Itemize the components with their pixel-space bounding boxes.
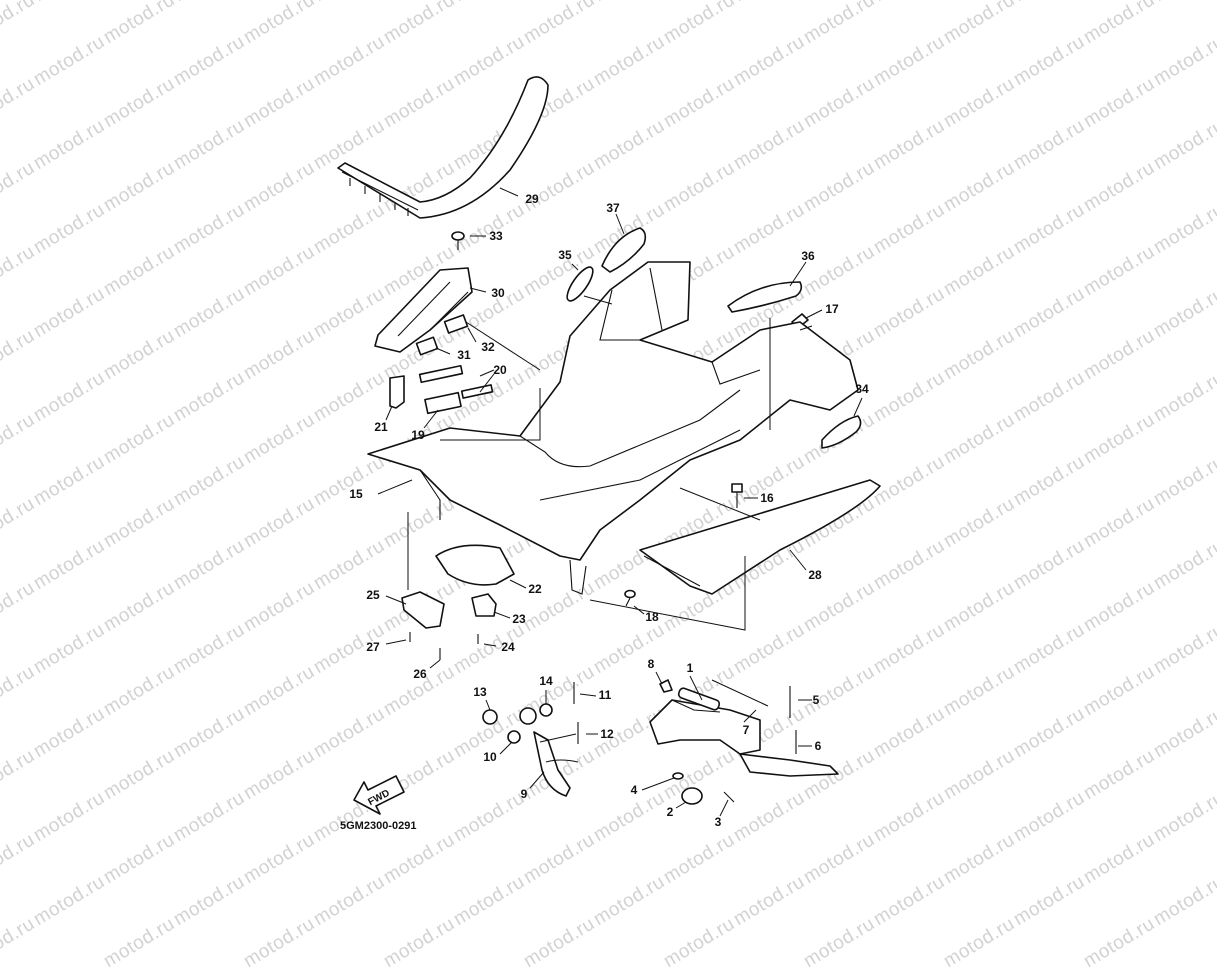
callout-6: 6 [814,739,822,753]
watermark-text: motod.ru [660,913,739,973]
callout-9: 9 [520,787,528,801]
callout-30: 30 [491,286,505,300]
part-22-cover [435,544,515,586]
part-33-screw [451,231,465,250]
callout-37: 37 [606,201,620,215]
part-23-latch [471,593,497,617]
part-35-emblem [566,266,594,302]
callout-27: 27 [366,640,380,654]
watermark-text: motod.ru [520,913,599,973]
callout-16: 16 [760,491,774,505]
callout-15: 15 [349,487,363,501]
callout-23: 23 [512,612,526,626]
callout-5: 5 [812,693,820,707]
callout-11: 11 [598,688,612,702]
watermark-text: motod.ru [100,913,179,973]
part-28-edge [643,555,701,587]
part-20-strip-a [418,364,464,384]
callout-20: 20 [493,363,507,377]
part-36-cover [727,281,803,313]
part-32-pad [443,314,469,334]
callout-3: 3 [714,815,722,829]
watermark-text: motod.ru [380,913,459,973]
callout-31: 31 [457,348,471,362]
part-34-cover [821,415,862,449]
callout-24: 24 [501,640,515,654]
callout-4: 4 [630,783,638,797]
watermark-text: motod.ru [0,913,39,973]
callout-28: 28 [808,568,822,582]
part-31-pad [415,336,439,356]
callout-25: 25 [366,588,380,602]
watermark-text: motod.ru [1080,913,1159,973]
main-stand-group [649,679,839,805]
fwd-arrow-icon [353,775,405,815]
part-28-side-cover [639,479,881,595]
watermark-text: motod.ru [800,913,879,973]
leader-lines [377,187,863,817]
callout-18: 18 [645,610,659,624]
callout-7: 7 [742,723,750,737]
assembly-lines [407,295,813,631]
callout-2: 2 [666,805,674,819]
callout-34: 34 [855,382,869,396]
part-20-strip-b [460,384,494,399]
part-30-bracket [374,267,473,353]
part-21-angle [389,375,405,409]
callout-12: 12 [600,727,614,741]
watermark-text: motod.ru [940,913,1019,973]
callout-19: 19 [411,428,425,442]
callout-21: 21 [374,420,388,434]
part-16-bolt [731,483,743,508]
part-19-pad [424,391,462,415]
callout-33: 33 [489,229,503,243]
callout-14: 14 [539,674,553,688]
callout-1: 1 [686,661,694,675]
part-29-cover [337,76,549,219]
part-25-lock [401,591,445,629]
watermark-text: motod.ru [240,913,319,973]
part-15-floor-body [367,261,859,595]
callout-26: 26 [413,667,427,681]
callout-29: 29 [525,192,539,206]
callout-8: 8 [647,657,655,671]
drawing-code: 5GM2300-0291 [340,820,417,832]
part-18-screw [624,589,636,607]
callout-36: 36 [801,249,815,263]
callout-17: 17 [825,302,839,316]
side-stand-group [482,682,579,797]
callout-32: 32 [481,340,495,354]
callout-35: 35 [558,248,572,262]
callout-22: 22 [528,582,542,596]
part-37-cover [601,227,647,273]
parts-drawing [337,76,881,817]
callout-13: 13 [473,685,487,699]
callout-10: 10 [483,750,497,764]
